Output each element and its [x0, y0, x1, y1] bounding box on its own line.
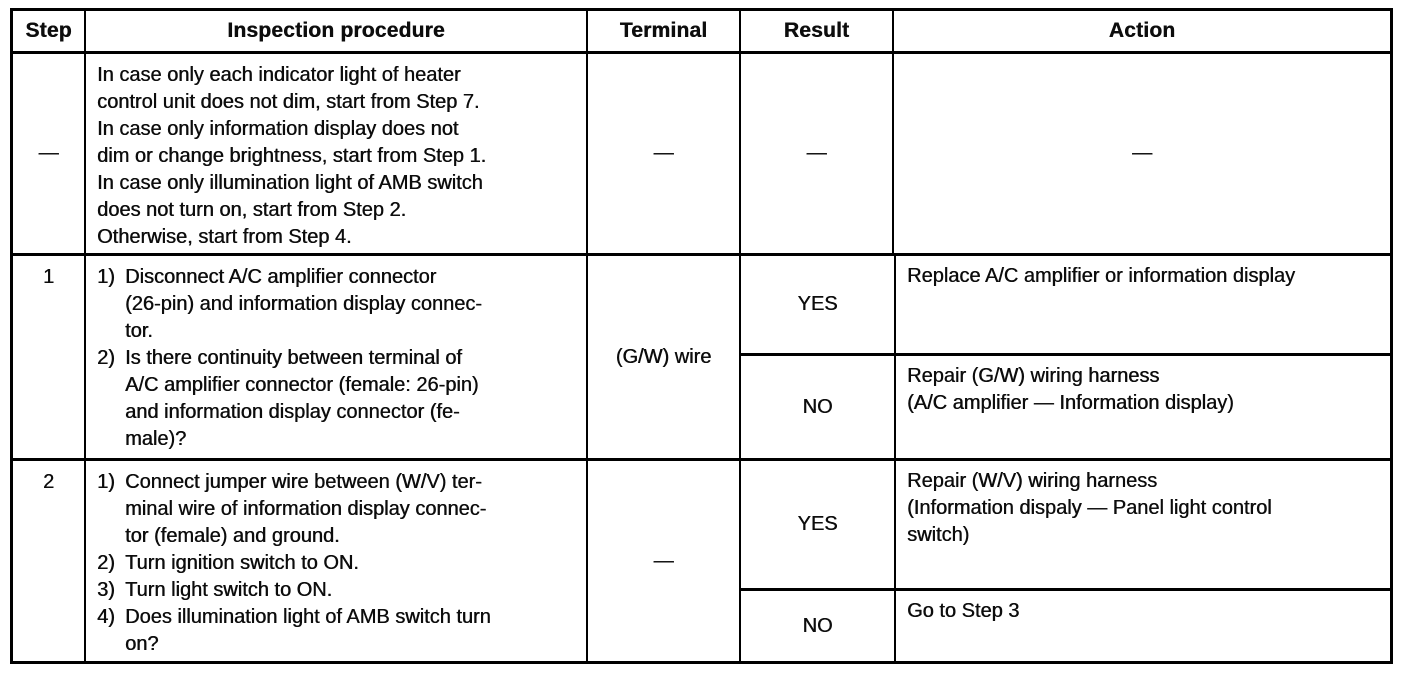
action-cell: Repair (G/W) wiring harness (A/C amplifi…	[894, 356, 1390, 458]
outcome-row-no: NO Go to Step 3	[741, 588, 1390, 662]
item-text: Is there continuity between terminal of …	[125, 347, 479, 450]
step-cell: —	[38, 142, 59, 164]
item-text: Does illumination light of AMB switch tu…	[125, 606, 491, 655]
outcome-row-yes: YES Repair (W/V) wiring harness (Informa…	[741, 461, 1390, 588]
step-cell: 1	[42, 266, 55, 288]
terminal-cell: (G/W) wire	[586, 256, 739, 458]
terminal-cell: —	[586, 54, 739, 253]
result-cell: NO	[802, 395, 833, 418]
troubleshooting-table: Step Inspection procedure Terminal Resul…	[10, 8, 1393, 664]
action-cell: Go to Step 3	[894, 591, 1390, 662]
table-header-row: Step Inspection procedure Terminal Resul…	[13, 11, 1390, 51]
header-procedure: Inspection procedure	[84, 11, 586, 51]
outcome-row-yes: YES Replace A/C amplifier or information…	[741, 256, 1390, 353]
result-action-group: YES Replace A/C amplifier or information…	[739, 256, 1390, 458]
item-number: 2)	[97, 347, 115, 369]
table-row-step-1: 1 1) Disconnect A/C amplifier connector …	[13, 253, 1390, 458]
result-cell: NO	[802, 615, 833, 637]
result-action-group: YES Repair (W/V) wiring harness (Informa…	[739, 461, 1390, 662]
procedure-cell: 1) Connect jumper wire between (W/V) ter…	[84, 461, 586, 662]
procedure-item: 1) Disconnect A/C amplifier connector (2…	[97, 264, 580, 345]
action-cell: —	[892, 54, 1390, 253]
outcome-row-no: NO Repair (G/W) wiring harness (A/C ampl…	[741, 353, 1390, 458]
action-cell: Repair (W/V) wiring harness (Information…	[894, 461, 1390, 588]
item-number: 2)	[97, 552, 115, 574]
step-cell: 2	[42, 471, 55, 493]
table-row-preliminary: — In case only each indicator light of h…	[13, 51, 1390, 253]
procedure-item: 2) Turn ignition switch to ON.	[97, 550, 580, 577]
result-cell: —	[739, 54, 892, 253]
procedure-cell: In case only each indicator light of hea…	[84, 54, 586, 253]
item-number: 3)	[97, 579, 115, 601]
header-result: Result	[739, 11, 892, 51]
item-text: Turn ignition switch to ON.	[125, 552, 359, 574]
item-text: Disconnect A/C amplifier connector (26-p…	[125, 266, 482, 342]
item-text: Turn light switch to ON.	[125, 579, 333, 601]
item-number: 1)	[97, 471, 115, 493]
procedure-item: 3) Turn light switch to ON.	[97, 577, 580, 604]
procedure-item: 1) Connect jumper wire between (W/V) ter…	[97, 469, 580, 550]
item-text: Connect jumper wire between (W/V) ter- m…	[125, 471, 487, 547]
result-cell: YES	[797, 513, 838, 535]
header-terminal: Terminal	[586, 11, 739, 51]
table-row-step-2: 2 1) Connect jumper wire between (W/V) t…	[13, 458, 1390, 662]
item-number: 4)	[97, 606, 115, 628]
action-cell: Replace A/C amplifier or information dis…	[894, 256, 1390, 353]
header-step: Step	[25, 19, 72, 42]
result-cell: YES	[797, 293, 838, 315]
procedure-item: 4) Does illumination light of AMB switch…	[97, 604, 580, 658]
procedure-item: 2) Is there continuity between terminal …	[97, 345, 580, 453]
procedure-cell: 1) Disconnect A/C amplifier connector (2…	[84, 256, 586, 458]
item-number: 1)	[97, 266, 115, 288]
header-action: Action	[892, 11, 1390, 51]
terminal-cell: —	[586, 461, 739, 662]
